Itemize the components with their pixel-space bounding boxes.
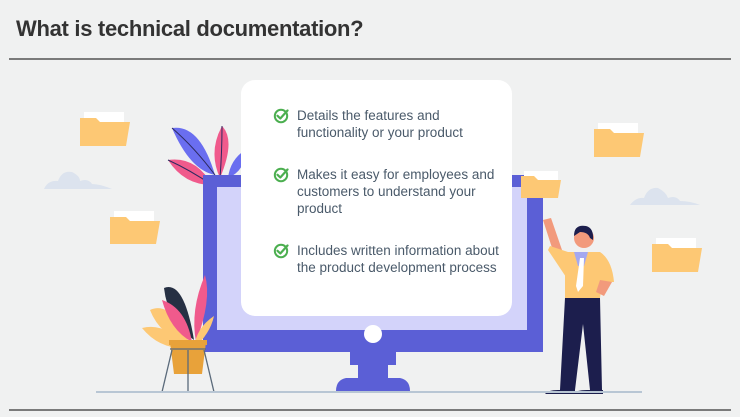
- check-circle-icon: [273, 167, 289, 183]
- plant-leaves-icon: [167, 125, 246, 186]
- monitor-power-button: [364, 325, 382, 343]
- check-circle-icon: [273, 108, 289, 124]
- checklist-item-text: Details the features and functionality o…: [297, 108, 463, 140]
- title-divider: [9, 58, 731, 60]
- person-illustration: [543, 218, 614, 394]
- monitor-stand: [336, 352, 410, 391]
- folder-icon: [80, 112, 130, 146]
- floor-line: [96, 391, 642, 393]
- cloud-icon: [44, 171, 112, 189]
- check-circle-icon: [273, 243, 289, 259]
- folder-icon: [652, 238, 702, 272]
- folder-icon: [110, 211, 160, 244]
- page-title: What is technical documentation?: [16, 16, 364, 41]
- potted-plant-icon: [142, 275, 215, 393]
- checklist-item-text: Makes it easy for employees and customer…: [297, 167, 495, 216]
- folder-icon: [594, 123, 644, 157]
- checklist-item-text: Includes written information about the p…: [297, 243, 499, 275]
- bottom-divider: [9, 409, 731, 411]
- checklist-item: Makes it easy for employees and customer…: [273, 166, 507, 217]
- cloud-icon: [630, 187, 700, 205]
- checklist-item: Includes written information about the p…: [273, 242, 507, 276]
- checklist-card: Details the features and functionality o…: [241, 80, 512, 316]
- checklist-item: Details the features and functionality o…: [273, 107, 507, 141]
- folder-icon: [521, 171, 561, 198]
